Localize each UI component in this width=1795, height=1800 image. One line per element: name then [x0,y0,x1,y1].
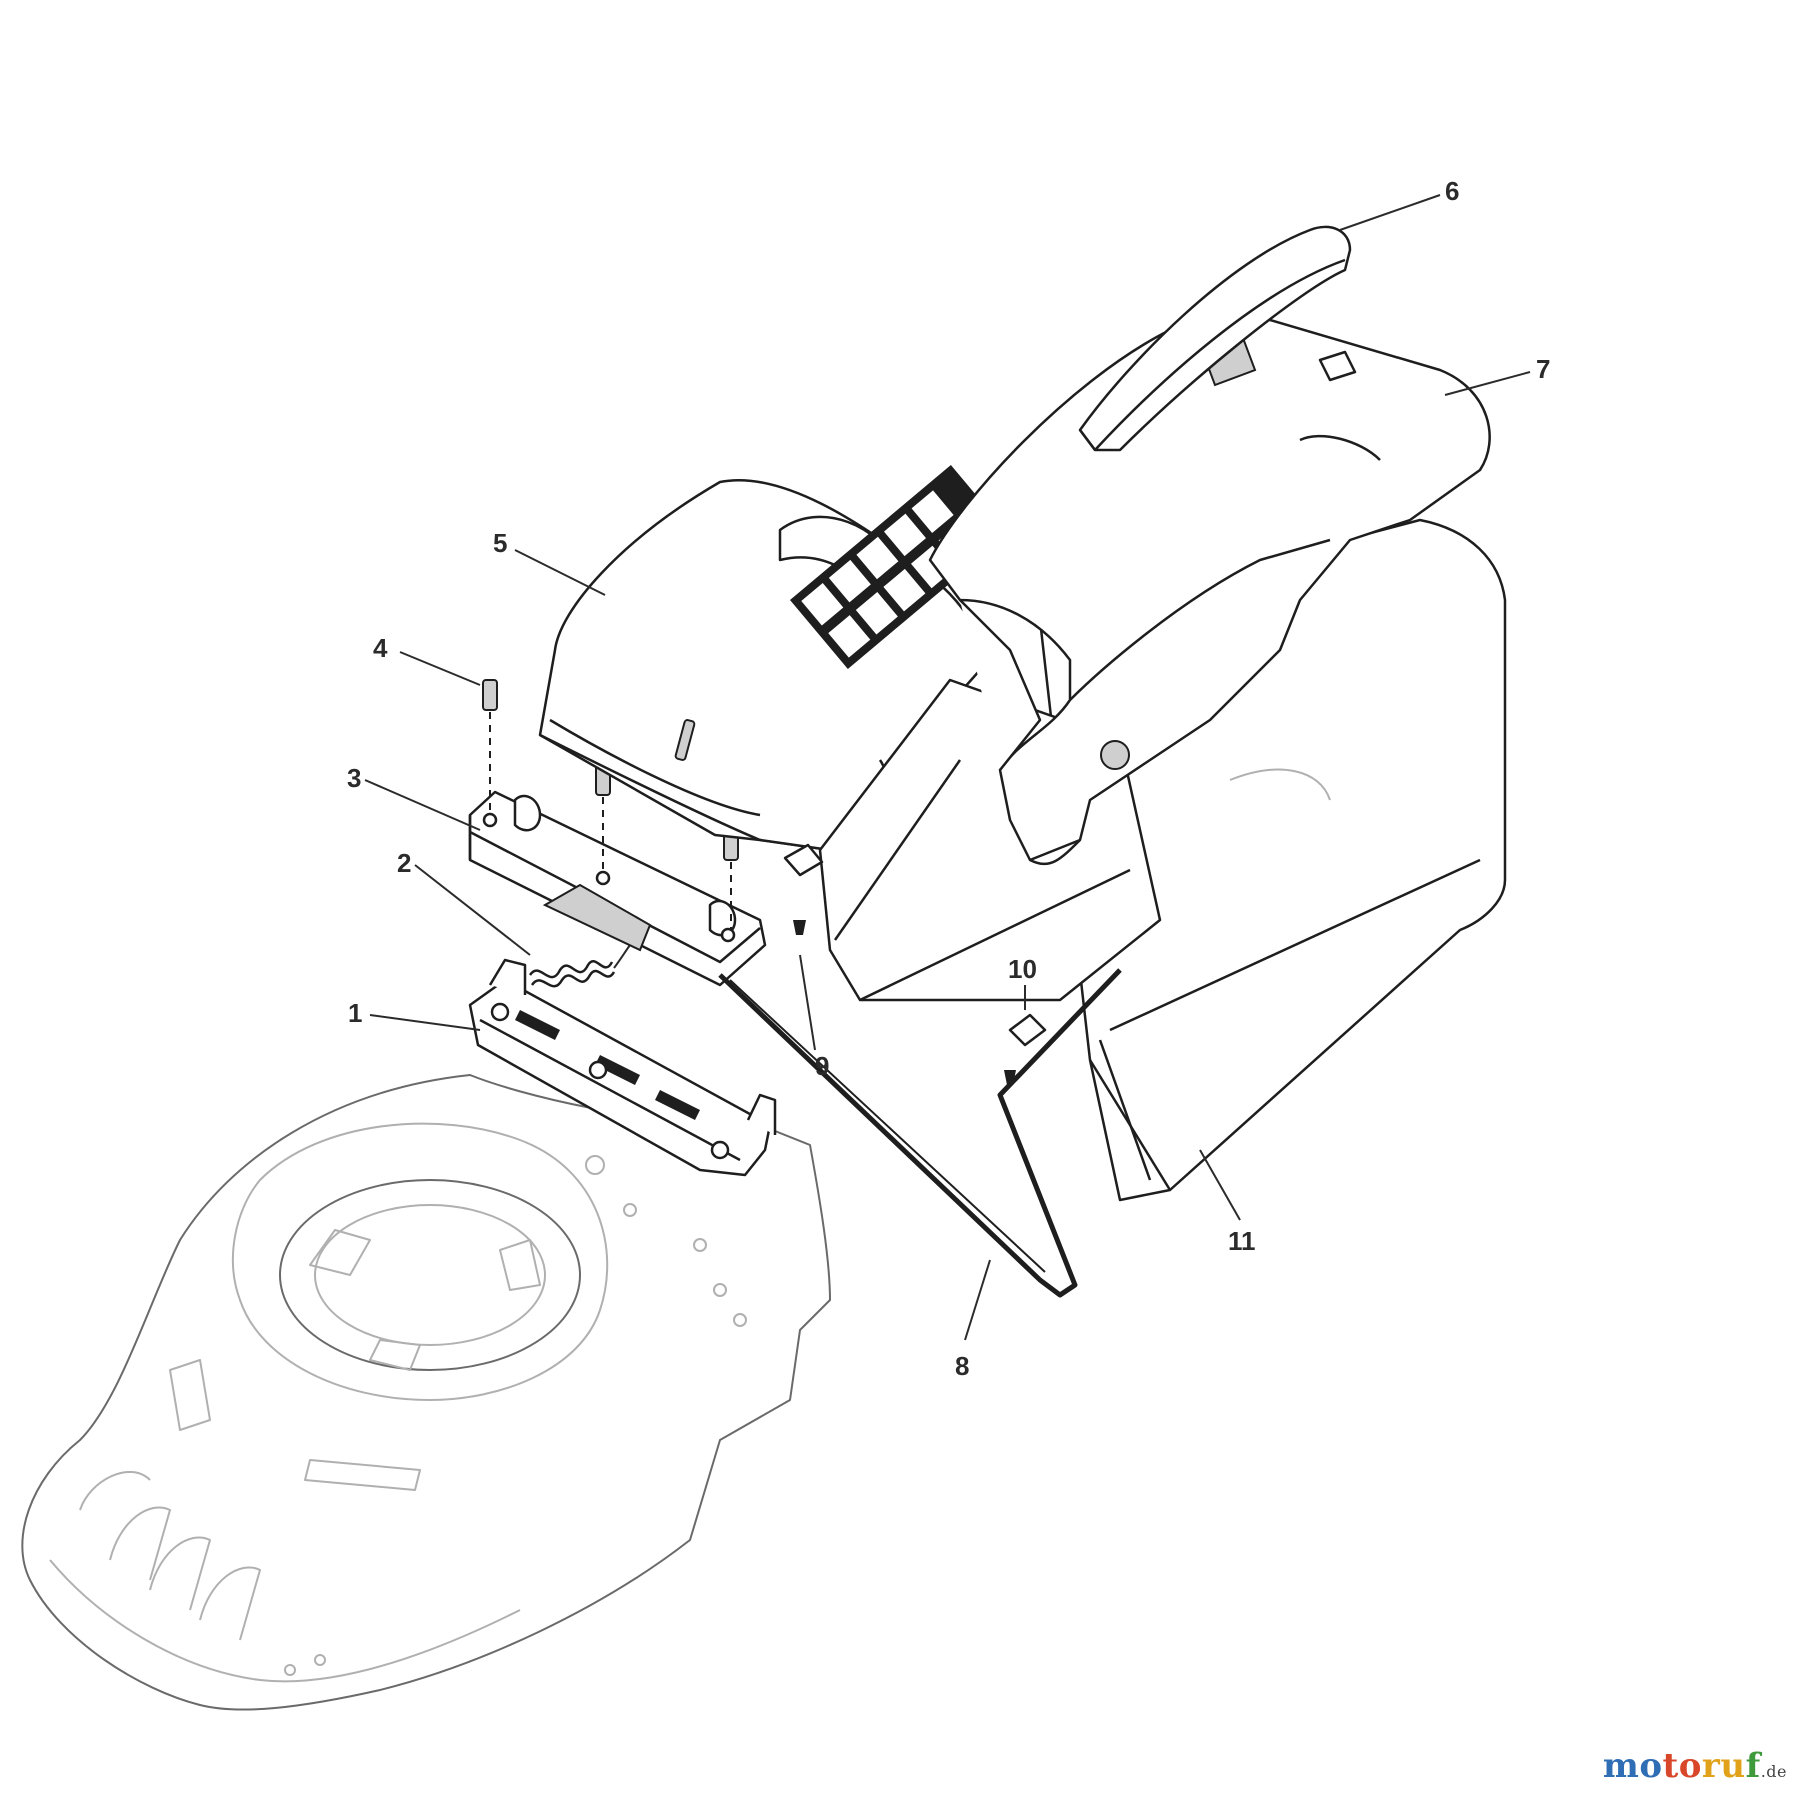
part-10-fastener [1004,1013,1047,1085]
logo-tld: .de [1760,1762,1787,1781]
label-11: 11 [1228,1226,1256,1256]
label-5: 5 [493,528,507,558]
warning-decal [790,465,1009,669]
label-6: 6 [1445,176,1459,206]
label-3: 3 [347,763,361,793]
motoruf-logo: motoruf.de [1603,1746,1787,1786]
label-7: 7 [1536,354,1550,384]
logo-part-3: ru [1701,1746,1746,1786]
part-6-handle [1078,225,1352,452]
label-2: 2 [397,848,411,878]
part-3-rear-flap [468,790,767,987]
logo-part-1: mo [1602,1746,1663,1786]
mower-deck [21,1074,831,1711]
logo-part-2: to [1662,1746,1702,1786]
label-1: 1 [348,998,362,1028]
label-10: 10 [1008,954,1037,984]
logo-part-4: f [1745,1746,1761,1786]
label-4: 4 [373,633,388,663]
part-8-bag-frame [718,968,1122,1298]
part-1-hinge-bracket [468,958,777,1177]
part-7-bag-top [928,307,1491,866]
leader-lines [364,194,1531,1341]
part-number-labels: 1 2 3 4 5 6 7 8 9 10 11 [347,176,1550,1381]
part-9-fastener [783,843,824,935]
part-2-spring [528,944,631,988]
label-8: 8 [955,1351,969,1381]
label-9: 9 [815,1051,829,1081]
